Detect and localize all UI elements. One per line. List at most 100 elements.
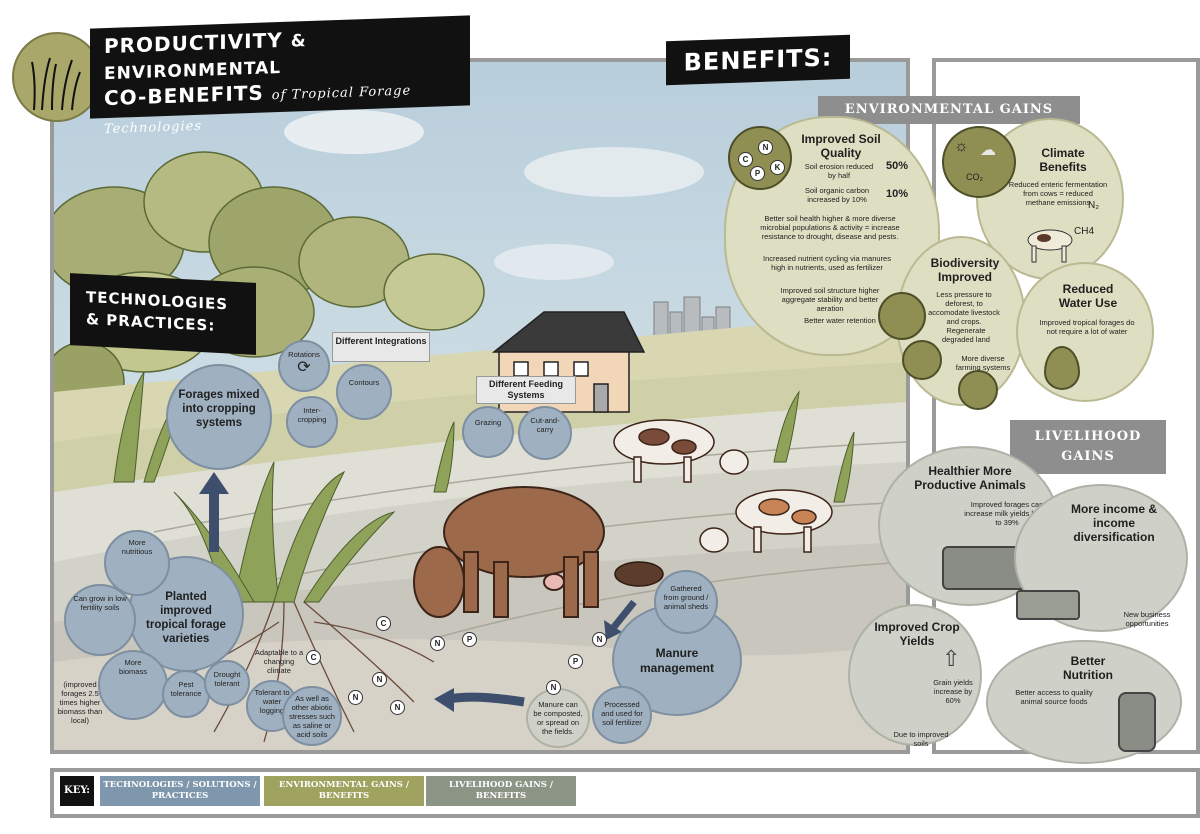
- climate-text: Reduced enteric fermentation from cows =…: [1008, 180, 1108, 207]
- crop-yields-text: Grain yields increase by 60%: [933, 678, 973, 705]
- livelihood-gains-banner: Livelihood Gains: [1010, 420, 1166, 474]
- title-line1: Productivity: [104, 27, 283, 59]
- n2-label: N₂: [1088, 200, 1100, 211]
- drought-tolerant-label: Drought tolerant: [213, 670, 241, 688]
- pest-tolerance-circle: Pest tolerance: [162, 670, 210, 718]
- composted-circle: Manure can be composted, or spread on th…: [526, 688, 590, 748]
- soil-carbon-value: 10%: [886, 188, 909, 200]
- soil-nutrient-p: P: [568, 654, 583, 669]
- rotations-label: Rotations: [288, 350, 320, 359]
- animals-text: Improved forages can increase milk yield…: [964, 500, 1050, 527]
- soil-nutrient-c: C: [306, 650, 321, 665]
- forages-mixed-circle: Forages mixed into cropping systems: [166, 364, 272, 470]
- soil-nutrient-n: N: [546, 680, 561, 695]
- drought-tolerant-circle: Drought tolerant: [204, 660, 250, 706]
- integrations-label: Different Integrations: [332, 332, 430, 362]
- water-use-title: Reduced Water Use: [1058, 282, 1118, 310]
- grazing-circle: Grazing: [462, 406, 514, 458]
- intercropping-circle: Inter-cropping: [286, 396, 338, 448]
- income-circle: More income & income diversification New…: [1014, 484, 1188, 632]
- forages-mixed-title: Forages mixed into cropping systems: [178, 389, 260, 429]
- income-text: New business opportunities: [1123, 610, 1171, 628]
- key-label: KEY:: [60, 776, 94, 806]
- title-line2: Co-Benefits: [104, 80, 264, 111]
- nutrition-title: Better Nutrition: [1063, 654, 1113, 682]
- money-icon: [1016, 590, 1080, 620]
- soil-carbon-text: Soil organic carbon increased by 10%: [804, 186, 870, 204]
- ch4-label: CH4: [1074, 226, 1095, 237]
- soil-erosion-value: 50%: [886, 160, 909, 172]
- title-logo-circle: [12, 32, 102, 122]
- abiotic-stress-circle: As well as other abiotic stresses such a…: [282, 686, 342, 746]
- diverse-text: More diverse farming systems: [955, 354, 1011, 372]
- cut-and-carry-label: Cut-and-carry: [530, 416, 560, 434]
- more-biomass-circle: More biomass: [98, 650, 168, 720]
- soil-nutrient-n: N: [348, 690, 363, 705]
- contours-circle: Contours: [336, 364, 392, 420]
- crop-yields-circle: Improved Crop Yields Grain yields increa…: [848, 604, 982, 748]
- farming-icon: [958, 370, 998, 410]
- livelihood-line1: Livelihood: [1034, 429, 1142, 444]
- pest-tolerance-label: Pest tolerance: [170, 680, 202, 698]
- soil-nutrient-n: N: [390, 700, 405, 715]
- co2-label: CO₂: [966, 172, 983, 182]
- gathered-label: Gathered from ground / animal sheds: [663, 584, 709, 611]
- tree-icon: [878, 292, 926, 340]
- benefits-banner: Benefits:: [666, 34, 850, 86]
- contours-label: Contours: [348, 378, 380, 387]
- more-nutritious-label: More nutritious: [121, 538, 153, 556]
- processed-circle: Processed and used for soil fertilizer: [592, 686, 652, 744]
- title-banner: Productivity & Environmental Co-Benefits…: [90, 15, 470, 137]
- water-use-circle: Reduced Water Use Improved tropical fora…: [1016, 262, 1154, 402]
- soil-erosion-text: Soil erosion reduced by half: [804, 162, 874, 180]
- rotation-arrows-icon: ⟳: [297, 359, 311, 376]
- manure-title: Manure management: [639, 646, 715, 675]
- soil-nutrient-c: C: [376, 616, 391, 631]
- key-environmental: Environmental gains / benefits: [264, 776, 424, 806]
- animals-title: Healthier More Productive Animals: [914, 464, 1026, 492]
- soil-nutrient-p: P: [462, 632, 477, 647]
- nutrient-p: P: [750, 166, 765, 181]
- intercropping-label: Inter-cropping: [297, 406, 327, 424]
- feeding-systems-label: Different Feeding Systems: [476, 376, 576, 404]
- nutrient-n: N: [758, 140, 773, 155]
- cut-and-carry-circle: Cut-and-carry: [518, 406, 572, 460]
- crop-yields-title: Improved Crop Yields: [874, 620, 960, 648]
- more-nutritious-circle: More nutritious: [104, 530, 170, 596]
- technologies-banner: Technologies & Practices:: [70, 273, 256, 355]
- climate-cycle-icon: ☼ ☁ CO₂: [942, 126, 1016, 198]
- climate-title: Climate Benefits: [1039, 146, 1087, 174]
- water-drop-icon: [1044, 346, 1080, 390]
- soil-quality-title: Improved Soil Quality: [801, 132, 881, 160]
- key-frame: [50, 768, 1200, 818]
- soil-nutrients-icon: C N P K: [728, 126, 792, 190]
- processed-label: Processed and used for soil fertilizer: [601, 700, 643, 727]
- soil-health-text: Better soil health higher & more diverse…: [760, 214, 900, 241]
- grazing-label: Grazing: [474, 418, 502, 427]
- key-livelihood: Livelihood gains / benefits: [426, 776, 576, 806]
- cow-icon: [1027, 229, 1073, 263]
- waterlogging-label: Tolerant to water logging: [254, 688, 290, 715]
- rotations-circle: Rotations ⟳: [278, 340, 330, 392]
- deforest-text: Less pressure to deforest, to accomodate…: [928, 290, 1000, 326]
- biodiversity-title: Biodiversity Improved: [930, 256, 1000, 284]
- low-fertility-label: Can grow in low fertility soils: [73, 594, 127, 612]
- up-arrow-icon: ⇧: [942, 646, 961, 671]
- gathered-circle: Gathered from ground / animal sheds: [654, 570, 718, 634]
- regenerate-icon: [902, 340, 942, 380]
- more-biomass-note: (improved forages 2.5 times higher bioma…: [57, 680, 103, 725]
- soil-nutrient-n: N: [430, 636, 445, 651]
- milk-jug-icon: [1118, 692, 1156, 752]
- crop-yields-soils: Due to improved soils: [893, 730, 949, 748]
- nutrient-k: K: [770, 160, 785, 175]
- soil-structure-text: Improved soil structure higher aggregate…: [780, 286, 880, 313]
- nutrition-text: Better access to quality animal source f…: [1015, 688, 1093, 706]
- cloud-icon: ☁: [980, 142, 996, 159]
- changing-climate-label: Adaptable to a changing climate: [254, 648, 304, 675]
- nutrient-cycling-text: Increased nutrient cycling via manures h…: [763, 254, 891, 272]
- soil-nutrient-n: N: [592, 632, 607, 647]
- livelihood-line2: Gains: [1061, 449, 1115, 464]
- more-biomass-label: More biomass: [119, 658, 147, 676]
- income-title: More income & income diversification: [1070, 502, 1157, 544]
- water-use-text: Improved tropical forages do not require…: [1039, 318, 1135, 336]
